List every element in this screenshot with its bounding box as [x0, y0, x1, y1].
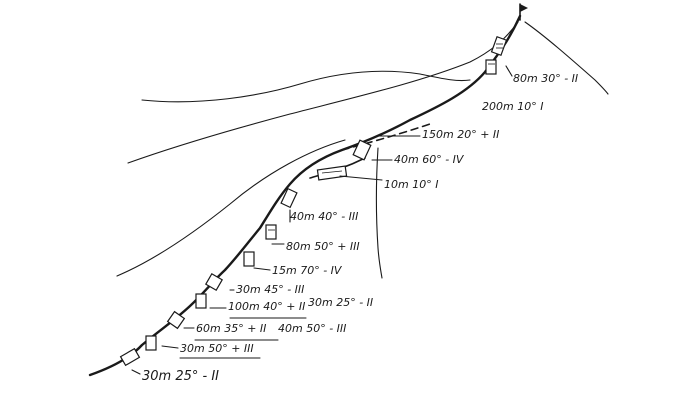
distant-ridge-line [141, 70, 471, 103]
pitch-label: 150m 20° + II [422, 128, 499, 141]
pitch-label: 80m 30° - II [513, 72, 578, 85]
belay-marker [490, 36, 508, 56]
dashed-variant-line [341, 123, 431, 151]
belay-marker [280, 187, 298, 209]
belay-marker [195, 293, 207, 309]
pitch-label: 15m 70° - IV [272, 264, 343, 277]
belay-marker [145, 335, 157, 351]
lower-slope-line [116, 139, 346, 277]
belay-marker [166, 310, 186, 330]
mid-ridge-line [127, 21, 519, 164]
pitch-label: 30m 50° + III [180, 342, 254, 355]
pitch-label: 100m 40° + II [228, 300, 305, 313]
belay-marker [204, 272, 224, 292]
pitch-label: 60m 35° + II [196, 322, 266, 335]
leader-lines [131, 65, 513, 375]
vertical-gully-line [375, 147, 383, 279]
pitch-label: 40m 40° - III [290, 210, 358, 223]
belay-marker [316, 165, 348, 181]
pitch-label: 30m 25° - II [308, 296, 373, 309]
flag-icon [519, 3, 528, 21]
pitch-label: 200m 10° I [482, 100, 543, 113]
belay-marker [265, 224, 277, 240]
pitch-label: 40m 60° - IV [394, 153, 465, 166]
pitch-label: 80m 50° + III [286, 240, 360, 253]
pitch-label: 30m 45° - III [236, 283, 304, 296]
pitch-label: 10m 10° I [384, 178, 438, 191]
belay-marker [243, 251, 255, 267]
right-face-line [524, 21, 609, 95]
belay-marker [485, 59, 497, 75]
pitch-label: 40m 50° - III [278, 322, 346, 335]
belay-marker [119, 347, 141, 367]
pitch-label: 30m 25° - II [142, 369, 219, 384]
belay-marker [352, 139, 372, 161]
